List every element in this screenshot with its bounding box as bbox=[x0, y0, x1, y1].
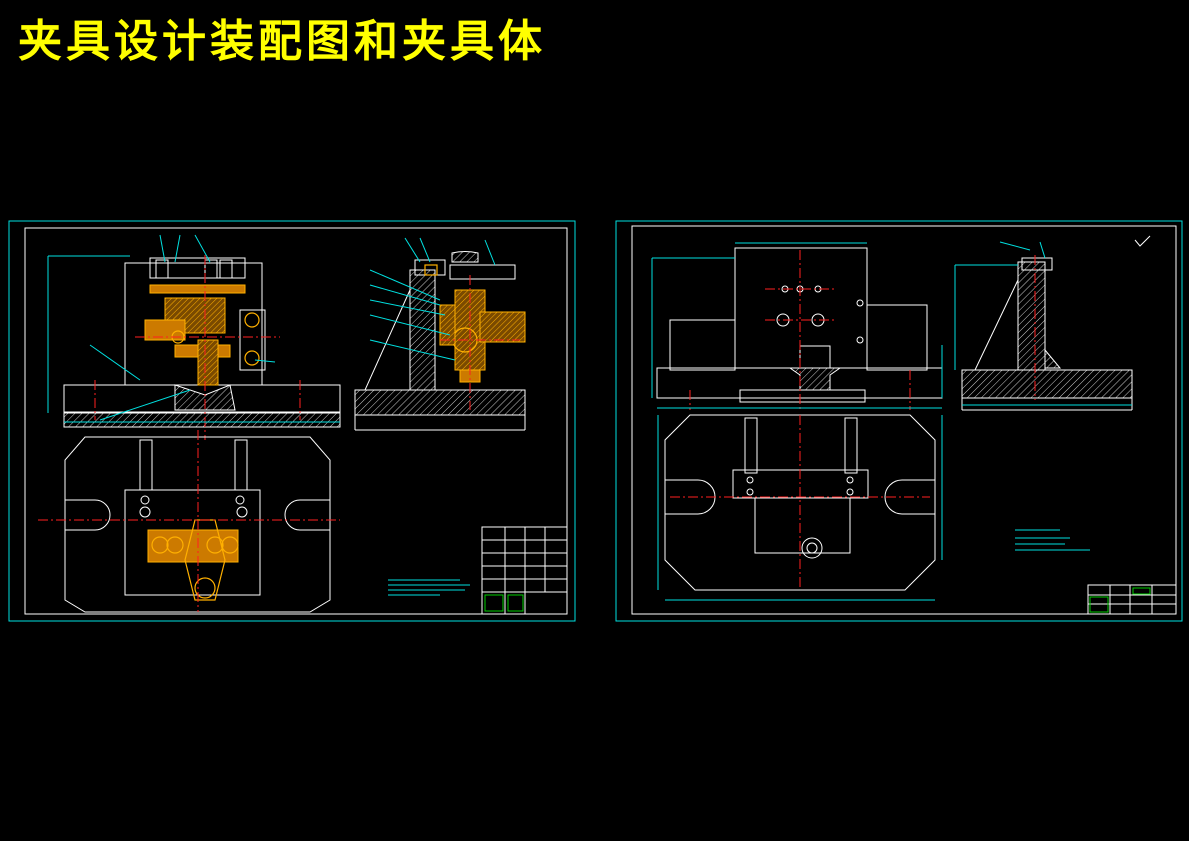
fixture-side-view bbox=[954, 235, 1151, 411]
fixture-inner-border bbox=[631, 225, 1177, 615]
assembly-technical-notes bbox=[388, 579, 470, 596]
page-title: 夹具设计装配图和夹具体 bbox=[18, 16, 546, 67]
fixture-title-block bbox=[1087, 584, 1177, 615]
assembly-outer-border bbox=[8, 220, 576, 622]
fixture-front-view bbox=[651, 242, 943, 410]
assembly-title-block bbox=[481, 526, 568, 615]
assembly-front-view bbox=[47, 234, 341, 440]
assembly-top-view bbox=[38, 430, 340, 613]
assembly-inner-border bbox=[24, 227, 568, 615]
fixture-body-sheet bbox=[615, 220, 1183, 622]
fixture-technical-notes bbox=[1015, 529, 1090, 551]
fixture-outer-border bbox=[615, 220, 1183, 622]
assembly-sheet bbox=[8, 220, 576, 622]
assembly-side-view bbox=[354, 237, 526, 431]
fixture-top-view bbox=[657, 414, 943, 601]
